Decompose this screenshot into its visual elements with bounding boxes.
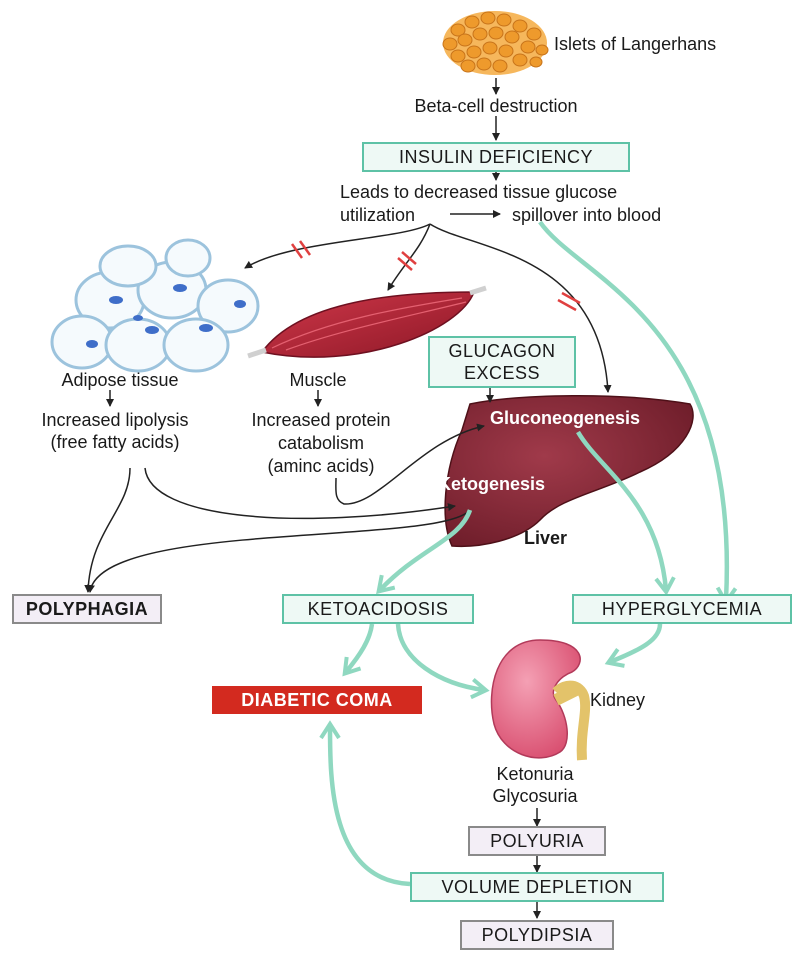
block-marks — [290, 240, 581, 312]
ketoacidosis-box: KETOACIDOSIS — [282, 594, 474, 624]
glucagon-line-2: EXCESS — [463, 363, 541, 383]
volume-depletion-box: VOLUME DEPLETION — [410, 872, 664, 902]
beta-cell-label: Beta-cell destruction — [414, 96, 578, 116]
protein-line-3: (aminc acids) — [267, 456, 375, 476]
lipolysis-line-2: (free fatty acids) — [50, 432, 180, 452]
islets-illustration — [442, 11, 549, 75]
gluconeogenesis-label: Gluconeogenesis — [490, 408, 641, 428]
glycosuria-label: Glycosuria — [492, 786, 578, 806]
ketonuria-label: Ketonuria — [496, 764, 574, 784]
insulin-deficiency-box: INSULIN DEFICIENCY — [362, 142, 630, 172]
diabetic-coma-box: DIABETIC COMA — [212, 686, 422, 714]
utilization-label: utilization — [340, 205, 416, 225]
islets-label: Islets of Langerhans — [554, 34, 717, 54]
ketogenesis-label: Ketogenesis — [438, 474, 546, 494]
liver-label: Liver — [524, 528, 568, 548]
glucagon-line-1: GLUCAGON — [448, 341, 556, 361]
glucagon-excess-box: GLUCAGON EXCESS — [428, 336, 576, 388]
lipolysis-line-1: Increased lipolysis — [41, 410, 189, 430]
polyphagia-box: POLYPHAGIA — [12, 594, 162, 624]
muscle-illustration — [247, 285, 487, 359]
adipose-label: Adipose tissue — [61, 370, 179, 390]
adipose-illustration — [50, 238, 260, 373]
kidney-illustration — [490, 639, 591, 761]
leads-to-label: Leads to decreased tissue glucose — [340, 182, 618, 202]
polydipsia-box: POLYDIPSIA — [460, 920, 614, 950]
liver-illustration — [444, 394, 694, 548]
muscle-label: Muscle — [289, 370, 347, 390]
kidney-label: Kidney — [590, 690, 646, 710]
protein-line-2: catabolism — [277, 433, 365, 453]
hyperglycemia-box: HYPERGLYCEMIA — [572, 594, 792, 624]
polyuria-box: POLYURIA — [468, 826, 606, 856]
spillover-label: spillover into blood — [512, 205, 662, 225]
protein-line-1: Increased protein — [251, 410, 391, 430]
